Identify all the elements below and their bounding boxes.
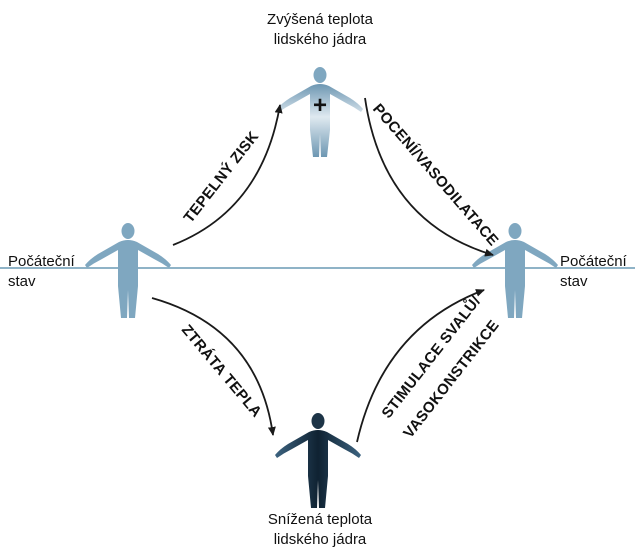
top-caption-line2: lidského jádra	[273, 31, 367, 48]
heat-gain-arrow	[172, 104, 283, 246]
bottom-caption: Snížená teplota lidského jádra	[245, 510, 395, 550]
bottom-caption-line2: lidského jádra	[273, 531, 367, 548]
initial-state-figure-left	[85, 223, 171, 318]
left-caption-line2: stav	[8, 273, 36, 290]
top-caption-line1: Zvýšená teplota	[267, 11, 373, 28]
right-caption: Počáteční stav	[560, 252, 627, 292]
plus-icon: +	[313, 92, 327, 119]
left-caption-line1: Počáteční	[8, 253, 75, 270]
left-caption: Počáteční stav	[8, 252, 75, 292]
lowered-temperature-figure	[275, 413, 361, 508]
right-caption-line1: Počáteční	[560, 253, 627, 270]
initial-state-figure-right	[472, 223, 558, 318]
bottom-caption-line1: Snížená teplota	[267, 511, 373, 528]
sweating-arrow	[364, 97, 494, 257]
elevated-temperature-figure	[277, 67, 363, 157]
heat-loss-arrow	[151, 297, 276, 436]
top-caption: Zvýšená teplota lidského jádra	[245, 10, 395, 50]
right-caption-line2: stav	[560, 273, 588, 290]
stimulation-arrow	[356, 289, 485, 443]
heat-gain-label: TEPELNÝ ZISK	[180, 128, 263, 227]
